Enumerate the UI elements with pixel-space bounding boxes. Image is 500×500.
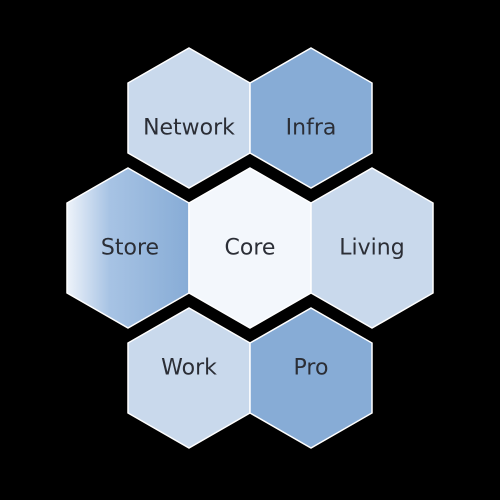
hex-core-label: Core [225,236,276,261]
hex-network: Network [127,47,251,189]
hex-infra: Infra [249,47,373,189]
hex-infra-shape [249,47,373,189]
hex-living-shape [310,167,434,329]
hex-living: Living [310,167,434,329]
hex-living-label: Living [339,236,404,261]
hex-pro-label: Pro [294,356,329,381]
hex-work: Work [127,307,251,449]
hex-network-label: Network [143,116,235,141]
hex-pro: Pro [249,307,373,449]
hex-work-label: Work [161,356,217,381]
hex-core: Core [188,167,312,329]
hex-store: Store [66,167,190,329]
hex-infra-label: Infra [286,116,337,141]
hex-store-label: Store [101,236,159,261]
hex-pro-shape [249,307,373,449]
